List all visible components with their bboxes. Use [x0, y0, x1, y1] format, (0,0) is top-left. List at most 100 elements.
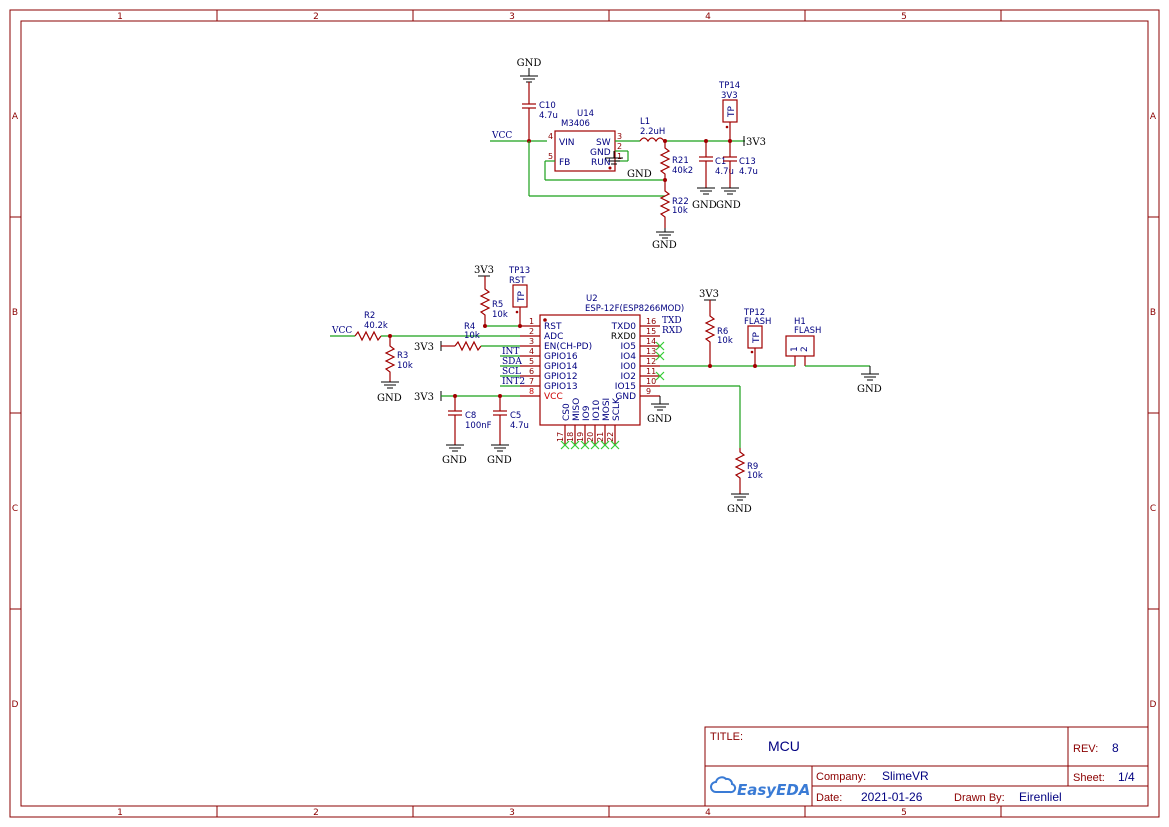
capacitor-c1 — [697, 141, 715, 195]
gnd-label-u14: GND — [627, 169, 652, 180]
u2-num-21: 21 — [596, 432, 605, 442]
r9-value: 10k — [747, 471, 763, 481]
u2-num-13: 13 — [646, 347, 656, 356]
u14-num-sw: 3 — [617, 132, 622, 141]
resistor-r3 — [384, 336, 396, 382]
u2-num-17: 17 — [556, 432, 565, 442]
gnd-symbol-u2 — [651, 403, 669, 411]
c13-value: 4.7u — [739, 167, 758, 177]
tp14-value: 3V3 — [721, 91, 738, 101]
u2-right-pins — [640, 325, 660, 397]
resistor-r4 — [454, 340, 482, 352]
u2-pin-adc: ADC — [544, 332, 563, 342]
u14-ref: U14 — [577, 109, 594, 119]
gnd-label-u2: GND — [647, 414, 672, 425]
col-label-1-bottom: 1 — [117, 808, 123, 818]
u2-ref: U2 — [586, 294, 598, 304]
title-label: TITLE: — [710, 731, 743, 743]
resistor-r2 — [354, 330, 382, 342]
col-label-2-bottom: 2 — [313, 808, 319, 818]
resistor-r6 — [704, 300, 716, 366]
tp14-ref: TP14 — [718, 81, 740, 91]
capacitor-c5 — [491, 396, 509, 452]
c8-ref: C8 — [465, 411, 476, 421]
easyeda-logo: EasyEDA — [710, 776, 810, 799]
u2-pin-gpio14: GPIO14 — [544, 362, 578, 372]
tp13-label: TP — [517, 291, 527, 303]
u2-pin-sclk: SCLK — [612, 397, 622, 421]
u14-num-vin: 4 — [548, 132, 553, 141]
u2-pin-vcc: VCC — [544, 392, 563, 402]
u2-pin-miso: MISO — [572, 398, 582, 421]
u2-num-8: 8 — [529, 387, 534, 396]
company-label: Company: — [816, 771, 866, 783]
u2-num-14: 14 — [646, 337, 656, 346]
c1-value: 4.7u — [715, 167, 734, 177]
capacitor-c8 — [446, 396, 464, 452]
u2-num-9: 9 — [646, 387, 651, 396]
u14-value: M3406 — [561, 119, 590, 129]
u2-pin-cs0: CS0 — [562, 403, 572, 421]
gnd-symbol-u14 — [605, 151, 623, 165]
col-label-2: 2 — [313, 12, 319, 22]
u2-pin-io2: IO2 — [621, 372, 636, 382]
u2-pin-io10: IO10 — [592, 400, 602, 421]
r3-value: 10k — [397, 361, 413, 371]
row-label-b-right: B — [1150, 308, 1156, 318]
col-label-5-bottom: 5 — [901, 808, 907, 818]
gnd-label-c5: GND — [487, 455, 512, 466]
net-label-sda: SDA — [502, 357, 522, 367]
h1-pin2: 2 — [800, 346, 810, 352]
u2-num-12: 12 — [646, 357, 656, 366]
u2-num-11: 11 — [646, 367, 656, 376]
gnd-symbol-r22 — [656, 228, 674, 239]
c13-ref: C13 — [739, 157, 756, 167]
vcc-label-r2: VCC — [331, 326, 352, 336]
r4-value: 10k — [464, 331, 480, 341]
u14-num-fb: 5 — [548, 152, 553, 161]
row-label-a-right: A — [1150, 112, 1157, 122]
r5-ref: R5 — [492, 300, 503, 310]
cloud-icon — [710, 776, 737, 794]
c8-value: 100nF — [465, 421, 492, 431]
c10-ref: C10 — [539, 101, 556, 111]
r6-value: 10k — [717, 336, 733, 346]
resistor-r21 — [659, 141, 671, 181]
logo-text: EasyEDA — [737, 781, 810, 799]
u2-num-6: 6 — [529, 367, 534, 376]
r2-value: 40.2k — [364, 321, 388, 331]
col-label-1: 1 — [117, 12, 123, 22]
net-label-int2: INT2 — [502, 377, 525, 387]
r3-ref: R3 — [397, 351, 408, 361]
u2-pin-io5: IO5 — [621, 342, 636, 352]
r22-ref: R22 — [672, 197, 689, 207]
r21-value: 40k2 — [672, 166, 693, 176]
capacitor-c10 — [522, 82, 536, 139]
u2-bottom-pins — [564, 425, 616, 445]
h1-ref: H1 — [794, 317, 806, 327]
u14-pin-run: RUN — [591, 158, 611, 168]
tp14-label: TP — [727, 106, 737, 118]
gnd-symbol-c10 — [520, 68, 538, 83]
v33-label-u14: 3V3 — [746, 137, 766, 148]
u2-num-3: 3 — [529, 337, 534, 346]
tp13-ref: TP13 — [508, 266, 530, 276]
u2-num-1: 1 — [529, 317, 534, 326]
column-dividers — [10, 10, 1159, 817]
net-label-scl: SCL — [502, 367, 521, 377]
u2-pin-io15: IO15 — [615, 382, 636, 392]
row-label-c-right: C — [1150, 504, 1156, 514]
u2-num-15: 15 — [646, 327, 656, 336]
v33-label-r4: 3V3 — [414, 342, 434, 353]
gnd-label-r22: GND — [652, 240, 677, 251]
no-connect-markers — [560, 341, 665, 450]
col-label-3: 3 — [509, 12, 515, 22]
u2-pin-en: EN(CH-PD) — [544, 342, 592, 352]
drawn-by-value: Eirenliel — [1019, 790, 1062, 804]
h1-body — [785, 335, 815, 357]
tp12-value: FLASH — [744, 317, 771, 327]
u14-pin-gnd: GND — [590, 148, 611, 158]
net-label-int: INT — [502, 347, 519, 357]
u2-num-4: 4 — [529, 347, 534, 356]
